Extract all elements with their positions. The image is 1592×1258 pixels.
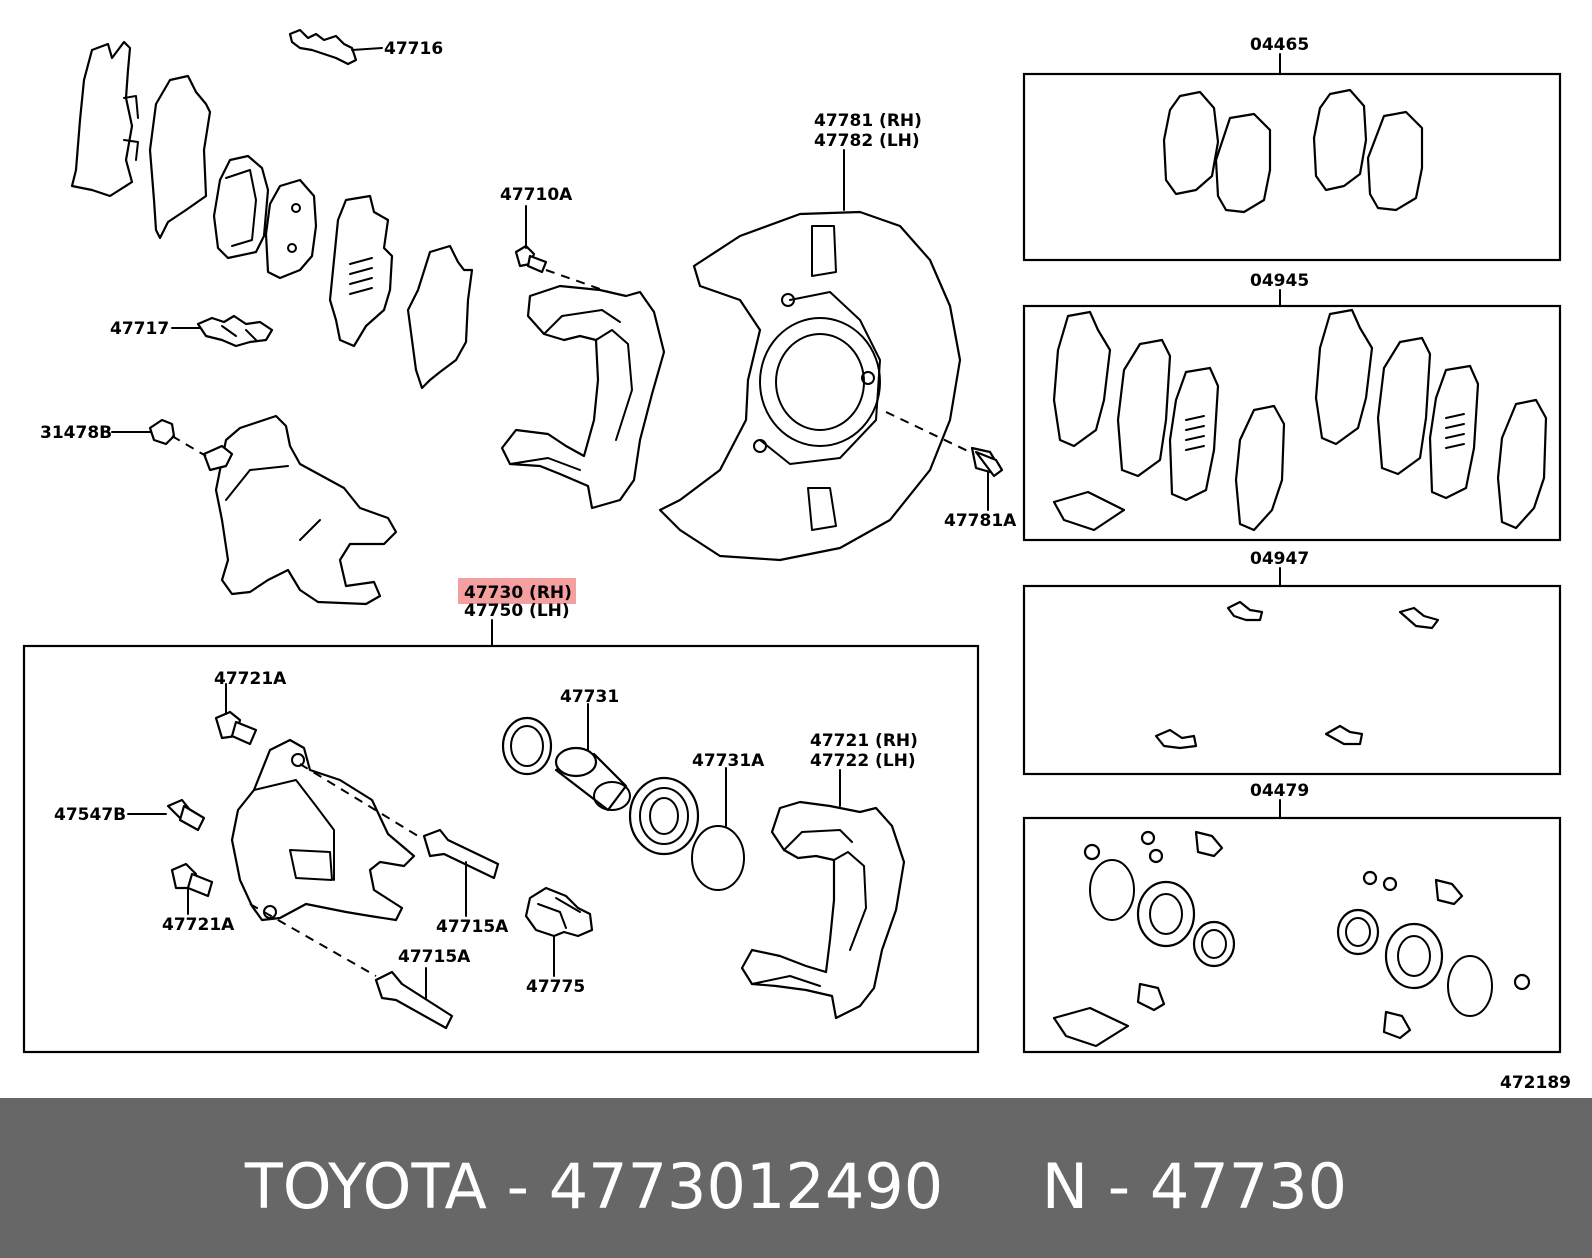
label-47721-rh: 47721 (RH) xyxy=(810,731,918,751)
label-47715A-right: 47715A xyxy=(436,917,509,937)
anti-squeal-shim-plate xyxy=(406,244,474,390)
slide-pin-47715A-lower xyxy=(374,970,454,1030)
diagram-id: 472189 xyxy=(1500,1073,1571,1093)
bleeder-screw xyxy=(202,444,234,472)
label-47717: 47717 xyxy=(110,319,169,339)
dash-pin-upper xyxy=(299,763,419,837)
kit-04465-box xyxy=(1022,72,1562,262)
label-kit-04479: 04479 xyxy=(1250,781,1309,801)
kit-04945-shims xyxy=(1052,308,1548,532)
wear-indicator-shim xyxy=(328,194,394,348)
caliper-mounting-47721 xyxy=(740,800,906,1020)
pad-support-plate-47717 xyxy=(196,314,274,348)
bolt-47710A xyxy=(514,244,548,274)
slide-pin-47715A-upper xyxy=(422,828,500,880)
kit-04945-box xyxy=(1022,304,1562,542)
label-47731A: 47731A xyxy=(692,751,765,771)
label-47722-lh: 47722 (LH) xyxy=(810,751,916,771)
label-47781-rh: 47781 (RH) xyxy=(814,111,922,131)
dash-31478B xyxy=(171,435,207,457)
label-47721A-top: 47721A xyxy=(214,669,287,689)
brake-pad-inner xyxy=(264,178,318,280)
piston-47731 xyxy=(554,746,631,812)
caliper-assembly-box xyxy=(22,644,980,1054)
caliper-torque-plate xyxy=(500,284,666,510)
dash-47781A xyxy=(885,411,975,455)
leader-47716 xyxy=(351,47,383,51)
label-47721A-bottom: 47721A xyxy=(162,915,235,935)
disc-brake-dust-shield xyxy=(658,210,962,562)
bleeder-plug-31478B xyxy=(148,418,176,446)
label-47782-lh: 47782 (LH) xyxy=(814,131,920,151)
anti-squeal-shim-inner xyxy=(148,74,212,240)
label-kit-04945: 04945 xyxy=(1250,271,1309,291)
label-47750-lh: 47750 (LH) xyxy=(464,601,570,621)
kit-04947-clips xyxy=(1154,600,1440,750)
label-47730-rh: 47730 (RH) xyxy=(464,583,572,603)
screw-47781A xyxy=(970,446,1004,478)
kit-04465-pads xyxy=(1162,88,1424,214)
kit-04947-box xyxy=(1022,584,1562,776)
label-47715A-bottom: 47715A xyxy=(398,947,471,967)
footer-bar: TOYOTA - 4773012490 N - 47730 xyxy=(0,1098,1592,1258)
part-number-title: TOYOTA - 4773012490 N - 47730 xyxy=(244,1150,1348,1223)
boot-ring-47731A xyxy=(691,825,745,891)
label-47547B: 47547B xyxy=(54,805,126,825)
label-kit-04465: 04465 xyxy=(1250,35,1309,55)
caliper-body xyxy=(230,738,416,922)
dash-pin-lower xyxy=(249,903,377,977)
kit-04479-box xyxy=(1022,816,1562,1054)
label-47775: 47775 xyxy=(526,977,585,997)
cylinder-boot-47775 xyxy=(524,886,594,938)
highlight-47730 xyxy=(458,578,576,604)
brake-pad-outer xyxy=(212,154,270,260)
label-47731: 47731 xyxy=(560,687,619,707)
label-47781A: 47781A xyxy=(944,511,1017,531)
bolt-47721A-bottom xyxy=(170,862,214,898)
label-31478B: 31478B xyxy=(40,423,112,443)
parts-diagram: 47716 47717 31478B 47710A 47 xyxy=(22,28,1571,1093)
label-47716: 47716 xyxy=(384,39,443,59)
bleeder-47547B xyxy=(166,798,206,832)
bolt-47721A-top xyxy=(214,710,258,746)
pad-support-plate-47716 xyxy=(288,28,358,66)
label-47710A: 47710A xyxy=(500,185,573,205)
label-kit-04947: 04947 xyxy=(1250,549,1309,569)
caliper-cylinder xyxy=(214,414,398,606)
cylinder-boot xyxy=(628,776,700,856)
piston-seal-ring xyxy=(501,716,553,776)
kit-04479-seals xyxy=(1052,830,1531,1048)
anti-squeal-shim-outer xyxy=(70,40,139,198)
